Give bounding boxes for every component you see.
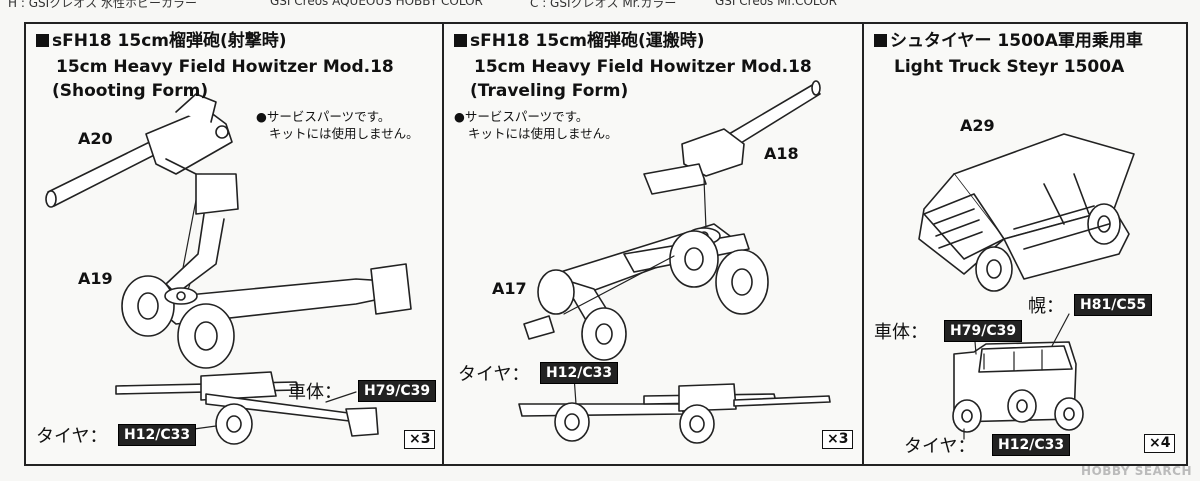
panel-shooting-form: sFH18 15cm榴弾砲(射撃時) 15cm Heavy Field Howi… [24, 22, 444, 466]
tire-color-badge: H12/C33 [540, 362, 619, 384]
quantity-badge: ×4 [1144, 434, 1176, 453]
body-color-badge: H79/C39 [944, 320, 1023, 342]
square-bullet-icon [36, 34, 49, 47]
legend-mrcolor-jp: C : GSIクレオス Mr.カラー [530, 0, 677, 10]
service-parts-note-1: ●サービスパーツです。 [454, 109, 589, 124]
panel-steyr-title-jp: シュタイヤー 1500A軍用乗用車 [874, 30, 1143, 52]
panel-traveling-title-jp: sFH18 15cm榴弾砲(運搬時) [454, 30, 705, 52]
panel-steyr-title-en: Light Truck Steyr 1500A [894, 57, 1125, 77]
quantity-badge: ×3 [822, 430, 854, 449]
panel-traveling-form: sFH18 15cm榴弾砲(運搬時) 15cm Heavy Field Howi… [442, 22, 864, 466]
part-a29-body-drawing [918, 133, 1135, 292]
quantity-badge: ×3 [404, 430, 436, 449]
part-a17-carriage-drawing [523, 223, 769, 361]
panel-shooting-title-en-1: 15cm Heavy Field Howitzer Mod.18 [56, 57, 394, 77]
part-a18-barrel-drawing [643, 80, 821, 230]
hood-color-label: 幌： [1028, 296, 1064, 317]
tire-color-label: タイヤ： [904, 436, 976, 457]
panel-steyr-1500a: シュタイヤー 1500A軍用乗用車 Light Truck Steyr 1500… [862, 22, 1188, 466]
service-parts-note-1: ●サービスパーツです。 [256, 109, 391, 124]
watermark: HOBBY SEARCH [1081, 464, 1192, 478]
body-color-label: 車体： [874, 322, 928, 343]
panel-traveling-title-en-2: (Traveling Form) [470, 81, 629, 101]
tire-color-label: タイヤ： [458, 364, 530, 385]
panel-shooting-title-jp: sFH18 15cm榴弾砲(射撃時) [36, 30, 287, 52]
service-parts-note-2: キットには使用しません。 [269, 126, 419, 141]
legend-aqueous-jp: H : GSIクレオス 水性ホビーカラー [8, 0, 197, 10]
part-label-a17: A17 [492, 279, 527, 298]
howitzer-traveling-side-view [518, 375, 831, 444]
tire-color-badge: H12/C33 [992, 434, 1071, 456]
legend-aqueous-en: GSI Creos AQUEOUS HOBBY COLOR [270, 0, 483, 8]
service-parts-note-2: キットには使用しません。 [468, 126, 618, 141]
square-bullet-icon [874, 34, 887, 47]
body-color-label: 車体： [288, 382, 342, 403]
part-label-a29: A29 [960, 116, 995, 135]
part-label-a20: A20 [78, 129, 113, 148]
square-bullet-icon [454, 34, 467, 47]
top-color-legend-strip: H : GSIクレオス 水性ホビーカラー GSI Creos AQUEOUS H… [0, 0, 1200, 14]
steyr-side-view [952, 313, 1084, 440]
howitzer-shooting-side-view [115, 371, 379, 445]
hood-color-badge: H81/C55 [1074, 294, 1153, 316]
tire-color-badge: H12/C33 [118, 424, 197, 446]
legend-mrcolor-en: GSI Creos Mr.COLOR [715, 0, 837, 8]
howitzer-shooting-drawing [45, 93, 412, 445]
part-a20-barrel-drawing [45, 93, 233, 208]
steyr-truck-drawing [918, 133, 1135, 440]
howitzer-traveling-drawing [518, 80, 831, 444]
part-label-a19: A19 [78, 269, 113, 288]
part-a19-carriage-drawing [121, 173, 412, 369]
part-label-a18: A18 [764, 144, 799, 163]
body-color-badge: H79/C39 [358, 380, 437, 402]
panel-shooting-title-en-2: (Shooting Form) [52, 81, 209, 101]
panel-traveling-title-en-1: 15cm Heavy Field Howitzer Mod.18 [474, 57, 812, 77]
tire-color-label: タイヤ： [36, 426, 108, 447]
